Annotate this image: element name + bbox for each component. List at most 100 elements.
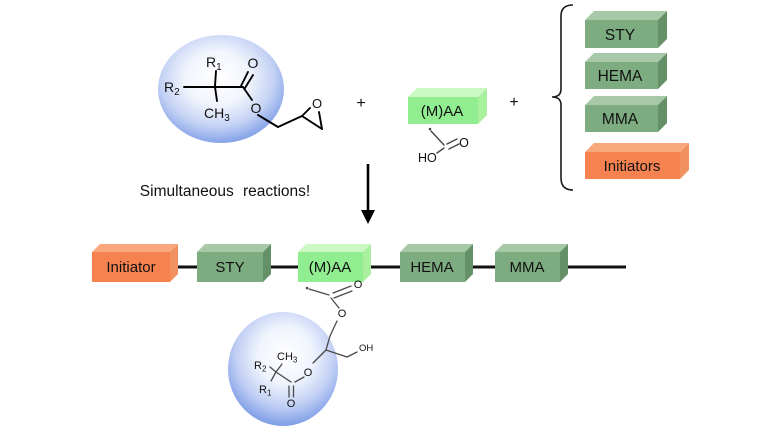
bond xyxy=(308,288,330,296)
plus-sign-left: + xyxy=(356,95,365,112)
box-front-face xyxy=(298,252,363,282)
box-front-face xyxy=(400,252,465,282)
box-side-face xyxy=(658,53,667,89)
bond xyxy=(294,376,305,383)
box-side-face xyxy=(170,244,178,282)
plus-sign-right: + xyxy=(509,94,518,111)
graft-structure: O O OH O O CH3 R2 R1 xyxy=(228,279,373,426)
chain-maa-label: (M)AA xyxy=(309,259,352,276)
reaction-arrow xyxy=(361,164,375,224)
box-front-face xyxy=(585,152,680,179)
stack-sty-label: STY xyxy=(605,27,635,44)
box-top-face xyxy=(585,96,667,105)
bond xyxy=(325,349,348,358)
blue-halo-ellipse xyxy=(158,35,284,143)
bond xyxy=(214,86,218,102)
box-side-face xyxy=(263,244,271,282)
ester-o-label: O xyxy=(251,100,262,116)
r1-label: R1 xyxy=(206,54,222,73)
stack-box-sty: STY xyxy=(585,11,667,48)
chain-hema-label: HEMA xyxy=(410,259,453,276)
box-side-face xyxy=(680,143,689,179)
bond xyxy=(214,70,217,87)
epoxide-bond xyxy=(318,111,323,130)
acid-o-label: O xyxy=(459,136,469,150)
chain-initiator-label: Initiator xyxy=(106,259,155,276)
box-side-face xyxy=(658,96,667,132)
double-bond xyxy=(446,138,458,145)
blue-halo-ellipse-bottom xyxy=(228,312,338,426)
radical-dot xyxy=(428,127,432,131)
graft-bonds xyxy=(269,285,358,398)
bond xyxy=(257,114,279,128)
stack-initiators-label: Initiators xyxy=(604,158,661,175)
r2-label: R2 xyxy=(164,79,180,98)
stack-box-mma: MMA xyxy=(585,96,667,132)
epoxide-bond xyxy=(301,107,311,117)
box-front-face xyxy=(408,97,478,124)
bond xyxy=(275,371,292,383)
stack-mma-label: MMA xyxy=(602,111,639,128)
graft-o2-label: O xyxy=(338,308,347,320)
chain-box-mma: MMA xyxy=(495,244,568,282)
graft-r2-label: R2 xyxy=(254,360,267,374)
box-top-face xyxy=(92,244,178,252)
stack-hema-label: HEMA xyxy=(598,68,643,85)
box-side-face xyxy=(560,244,568,282)
bond xyxy=(346,351,358,358)
box-top-face xyxy=(585,53,667,62)
ho-label: HO xyxy=(418,151,437,165)
double-bond xyxy=(333,290,353,299)
stack-box-hema: HEMA xyxy=(585,53,667,89)
bond xyxy=(325,335,331,351)
bond xyxy=(329,320,338,337)
bond xyxy=(275,363,283,373)
chain-sty-label: STY xyxy=(215,259,244,276)
ch3-label: CH3 xyxy=(204,105,230,124)
box-side-face xyxy=(363,244,371,282)
acid-structure: HO O xyxy=(418,127,469,165)
gma-bonds xyxy=(183,70,323,130)
bond xyxy=(270,371,277,382)
graft-o4-label: O xyxy=(287,398,296,410)
epoxide-bond xyxy=(301,115,323,130)
graft-r1-label: R1 xyxy=(259,384,272,398)
bond xyxy=(269,366,277,373)
chain-box-hema: HEMA xyxy=(400,244,473,282)
box-front-face xyxy=(585,62,658,89)
box-front-face xyxy=(585,20,658,48)
arrow-head xyxy=(361,210,375,224)
box-side-face xyxy=(658,11,667,48)
box-top-face xyxy=(298,244,371,252)
bond xyxy=(430,130,445,146)
box-top-face xyxy=(585,143,689,152)
epoxide-o-label: O xyxy=(312,96,322,111)
bond xyxy=(436,147,445,154)
box-front-face xyxy=(92,252,170,282)
box-front-face xyxy=(495,252,560,282)
double-bond xyxy=(332,285,352,294)
bond xyxy=(242,86,253,101)
stack-box-initiators: Initiators xyxy=(585,143,689,179)
box-top-face xyxy=(495,244,568,252)
reaction-note: Simultaneous reactions! xyxy=(140,183,310,200)
curly-brace xyxy=(551,4,574,191)
chain-box-initiator: Initiator xyxy=(92,244,178,282)
maa-reactant-box: (M)AA xyxy=(408,88,487,124)
box-front-face xyxy=(197,252,263,282)
carbonyl-o-label: O xyxy=(248,55,259,71)
box-side-face xyxy=(465,244,473,282)
box-front-face xyxy=(585,105,658,132)
box-top-face xyxy=(197,244,271,252)
bond xyxy=(330,297,340,309)
chain-box-sty: STY xyxy=(197,244,271,282)
graft-oh-label: OH xyxy=(359,343,373,354)
box-top-face xyxy=(585,11,667,20)
graft-o3-label: O xyxy=(304,367,313,379)
gma-structure: R1 O R2 CH3 O O xyxy=(158,35,323,143)
double-bond xyxy=(448,143,460,150)
graft-o1-label: O xyxy=(354,279,363,291)
bond xyxy=(277,115,303,128)
